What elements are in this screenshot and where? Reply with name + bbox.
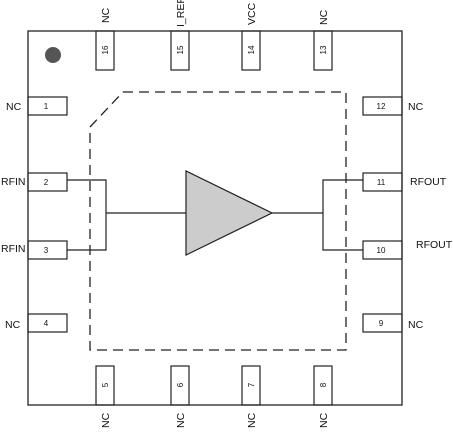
- pin-8: 8 NC: [313, 365, 333, 428]
- pin-6-label: NC: [175, 412, 187, 428]
- pin-14-pad: [241, 30, 261, 71]
- pin-1: 1 NC: [6, 96, 68, 116]
- pin-9: 9 NC: [362, 313, 424, 333]
- pin-2-number: 2: [44, 178, 49, 187]
- pin-7-number: 7: [247, 382, 256, 387]
- pin-3-number: 3: [44, 246, 49, 255]
- pin-4-label: NC: [5, 319, 21, 331]
- pin-15: 15 I_REF: [170, 0, 190, 71]
- pin-5: 5 NC: [95, 365, 115, 428]
- pin1-orientation-dot: [45, 47, 61, 63]
- pin-4-pad: [27, 313, 68, 333]
- pin-11-pad: [362, 172, 403, 192]
- rfin-input-wiring: [67, 179, 186, 251]
- pin-9-label: NC: [408, 319, 424, 331]
- pin-8-pad: [313, 365, 333, 406]
- pin-5-pad: [95, 365, 115, 406]
- pin-12: 12 NC: [362, 96, 424, 116]
- pin-8-label: NC: [318, 412, 330, 428]
- pin-6-pad: [170, 365, 190, 406]
- pin-7-label: NC: [246, 412, 258, 428]
- pin-11: 11 RFOUT: [362, 172, 447, 192]
- pin-7: 7 NC: [241, 365, 261, 428]
- pin-4: 4 NC: [5, 313, 68, 333]
- pin-15-label: I_REF: [175, 0, 187, 27]
- pin-11-number: 11: [377, 178, 386, 187]
- pin-13-number: 13: [319, 45, 328, 54]
- amplifier-triangle-symbol: [185, 170, 274, 256]
- pin-13-pad: [313, 30, 333, 71]
- pin-6: 6 NC: [170, 365, 190, 428]
- pin-1-label: NC: [6, 101, 22, 113]
- rfout-output-wiring: [272, 179, 363, 251]
- pin-10: 10 RFOUT: [362, 239, 453, 260]
- pin-7-pad: [241, 365, 261, 406]
- pin-13-label: NC: [318, 9, 330, 25]
- pin-16: 16 NC: [95, 7, 115, 71]
- pin-2-pad: [27, 172, 68, 192]
- pin-6-number: 6: [176, 382, 185, 387]
- pin-2-label: RFIN: [1, 176, 26, 188]
- pin-10-number: 10: [377, 246, 386, 255]
- pin-12-label: NC: [408, 101, 424, 113]
- pin-12-number: 12: [377, 102, 386, 111]
- pin-15-number: 15: [176, 45, 185, 54]
- exposed-paddle-outline: [89, 91, 347, 351]
- pin-11-label: RFOUT: [410, 176, 447, 188]
- pin-14-number: 14: [247, 45, 256, 54]
- pin-16-label: NC: [100, 7, 112, 23]
- pin-12-pad: [362, 96, 403, 116]
- pin-3: 3 RFIN: [1, 240, 68, 260]
- pin-4-number: 4: [44, 319, 49, 328]
- package-body: [27, 30, 403, 406]
- pin-14: 14 VCC: [241, 2, 261, 71]
- pin-9-number: 9: [379, 319, 384, 328]
- pin-9-pad: [362, 313, 403, 333]
- pin-2: 2 RFIN: [1, 172, 68, 192]
- pin-16-pad: [95, 30, 115, 71]
- pin-5-label: NC: [100, 412, 112, 428]
- pin-1-pad: [27, 96, 68, 116]
- pin-5-number: 5: [101, 382, 110, 387]
- pin-13: 13 NC: [313, 9, 333, 71]
- pin-8-number: 8: [319, 382, 328, 387]
- pin-16-number: 16: [101, 45, 110, 54]
- pin-3-label: RFIN: [1, 243, 26, 255]
- pin-10-label: RFOUT: [416, 239, 453, 251]
- pin-14-label: VCC: [246, 2, 258, 25]
- pin-1-number: 1: [44, 102, 49, 111]
- pin-15-pad: [170, 30, 190, 71]
